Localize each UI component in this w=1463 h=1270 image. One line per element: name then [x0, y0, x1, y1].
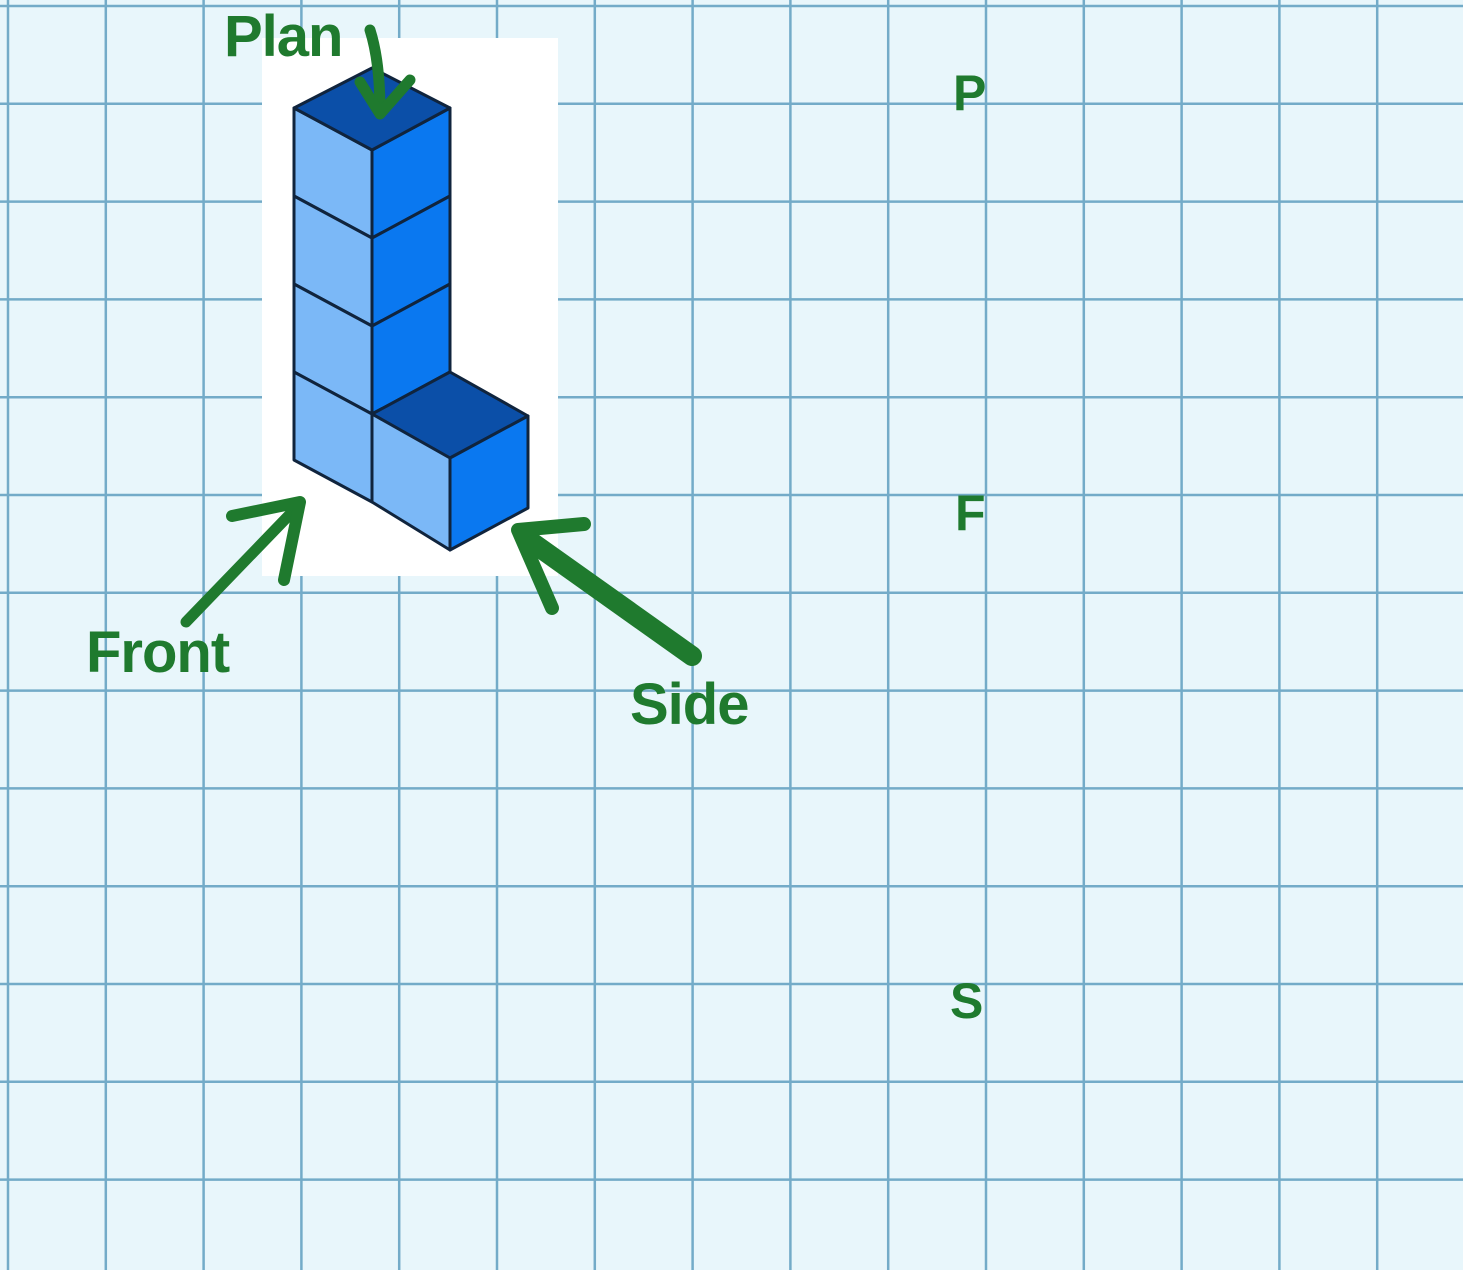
side-arrowhead-icon: [511, 517, 591, 615]
plan-label: Plan: [224, 4, 343, 69]
view-letter-front: F: [955, 485, 986, 541]
front-arrow-icon: [180, 502, 302, 628]
front-arrowhead-icon: [226, 496, 306, 586]
side-arrow-icon: [516, 528, 702, 666]
plan-arrowhead-icon: [354, 74, 416, 120]
cube-face-side: [448, 414, 530, 552]
view-letter-plan: P: [953, 65, 987, 121]
front-label: Front: [86, 620, 230, 685]
side-label: Side: [630, 672, 749, 737]
view-letter-side: S: [950, 973, 984, 1029]
